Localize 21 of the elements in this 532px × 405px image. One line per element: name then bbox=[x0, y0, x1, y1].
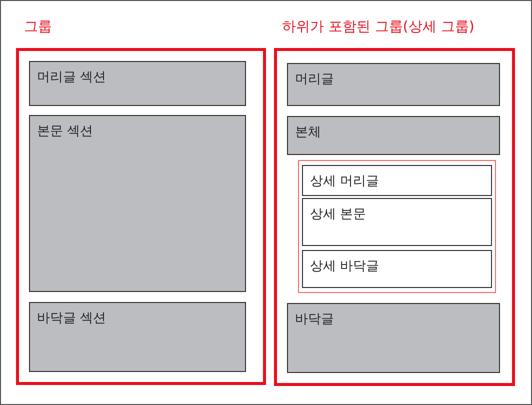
section-box bbox=[287, 63, 500, 106]
section-box bbox=[302, 165, 492, 196]
section-label: 본체 bbox=[295, 124, 321, 141]
section-label: 본문 섹션 bbox=[37, 123, 94, 140]
group-title: 하위가 포함된 그룹(상세 그룹) bbox=[282, 18, 474, 36]
section-label: 상세 머리글 bbox=[310, 173, 380, 190]
section-box bbox=[29, 115, 246, 292]
section-label: 상세 본문 bbox=[310, 206, 366, 223]
group-title: 그룹 bbox=[24, 18, 52, 36]
section-label: 바닥글 섹션 bbox=[37, 310, 106, 327]
section-label: 머리글 bbox=[295, 71, 334, 88]
section-box bbox=[287, 303, 500, 373]
detail-group-frame bbox=[298, 160, 496, 293]
section-box bbox=[29, 302, 246, 372]
section-box bbox=[302, 198, 492, 246]
section-box bbox=[29, 61, 246, 106]
section-label: 바닥글 bbox=[295, 311, 334, 328]
section-box bbox=[287, 116, 500, 155]
section-label: 상세 바닥글 bbox=[310, 258, 380, 275]
section-box bbox=[302, 250, 492, 288]
section-label: 머리글 섹션 bbox=[37, 69, 106, 86]
